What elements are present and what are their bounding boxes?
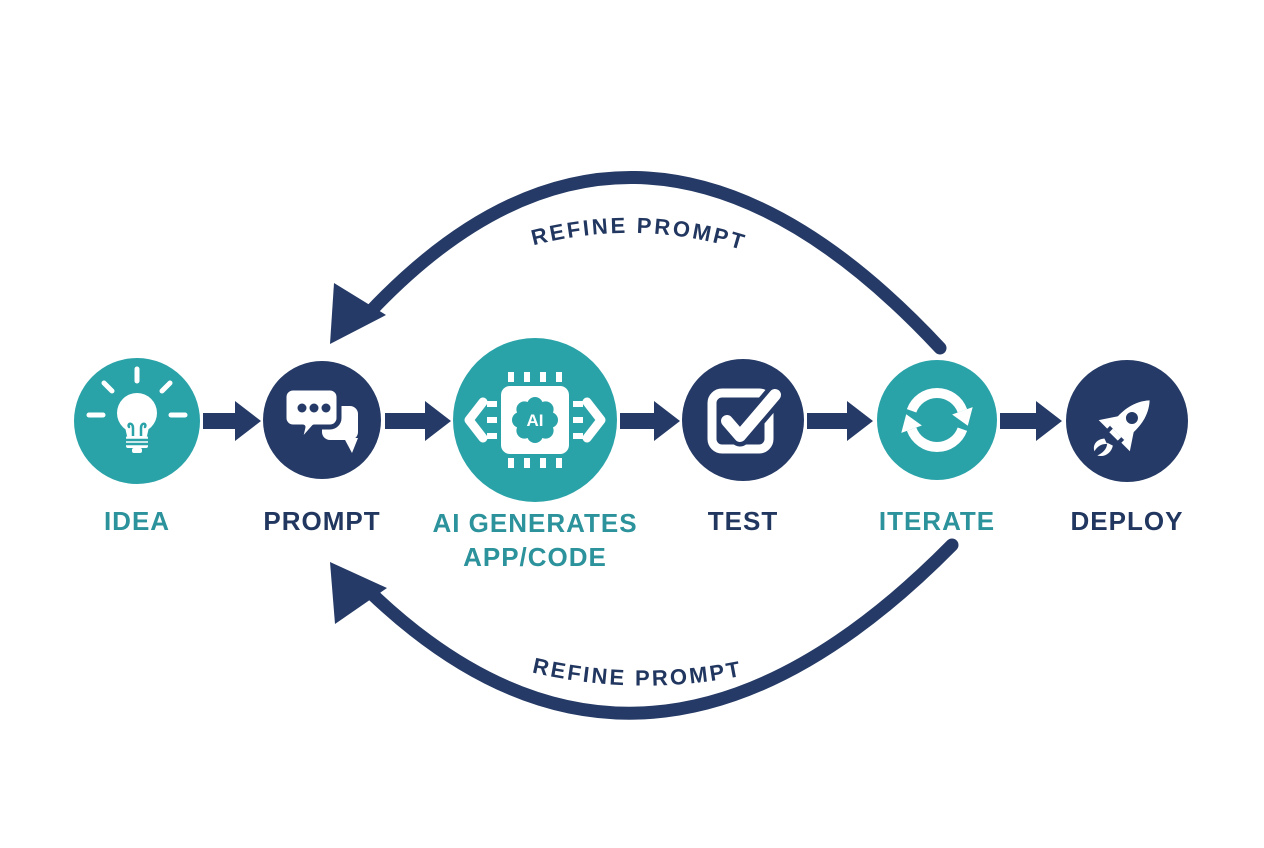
refresh-arrows-icon — [901, 387, 973, 453]
ai-chip-label: AI — [527, 411, 544, 430]
step-iterate: ITERATE — [877, 360, 997, 536]
svg-text:REFINE PROMPT: REFINE PROMPT — [529, 213, 750, 255]
step-test: TEST — [682, 359, 804, 536]
refine-loop-top-arc — [363, 170, 947, 355]
step-label-iterate: ITERATE — [879, 506, 995, 536]
refine-loop-top-label: REFINE PROMPT — [529, 213, 747, 255]
brain-shape — [512, 397, 558, 443]
svg-text:REFINE PROMPT: REFINE PROMPT — [531, 653, 745, 691]
refine-loop-top-arrowhead — [330, 283, 386, 344]
step-idea: IDEA — [74, 358, 200, 536]
flow-arrow — [203, 401, 261, 441]
flow-arrow — [385, 401, 451, 441]
ai-chip-icon: AI — [464, 372, 606, 468]
rocket-icon — [1093, 400, 1150, 457]
refine-loop-bottom-arc — [363, 538, 959, 720]
refine-loop-bottom-label: REFINE PROMPT — [531, 653, 742, 691]
step-label-test: TEST — [708, 506, 778, 536]
flow-arrow — [1000, 401, 1062, 441]
step-circle-iterate — [877, 360, 997, 480]
step-label-ai-generates-line1: AI GENERATES — [432, 508, 637, 538]
step-label-deploy: DEPLOY — [1071, 506, 1184, 536]
step-prompt: PROMPT — [263, 361, 381, 536]
refine-loop-bottom-arrowhead — [330, 562, 387, 624]
lightbulb-icon — [86, 366, 188, 453]
rocket-flame — [1093, 438, 1108, 452]
refine-loop-bottom: REFINE PROMPT — [330, 538, 959, 720]
step-deploy: DEPLOY — [1066, 360, 1188, 536]
refine-loop-top: REFINE PROMPT — [330, 170, 947, 355]
flow-arrow — [807, 401, 873, 441]
step-label-ai-generates-line2: APP/CODE — [463, 542, 607, 572]
flow-arrow — [620, 401, 680, 441]
chat-bubbles-icon — [281, 385, 358, 453]
step-label-idea: IDEA — [104, 506, 170, 536]
checkmark-box-icon — [707, 384, 786, 454]
step-ai-generates: AI AI GENERATES APP/CODE — [432, 338, 637, 572]
code-bracket-left-icon — [464, 397, 488, 443]
code-bracket-right-icon — [582, 397, 606, 443]
step-label-prompt: PROMPT — [263, 506, 380, 536]
rocket-flame — [1097, 442, 1113, 457]
